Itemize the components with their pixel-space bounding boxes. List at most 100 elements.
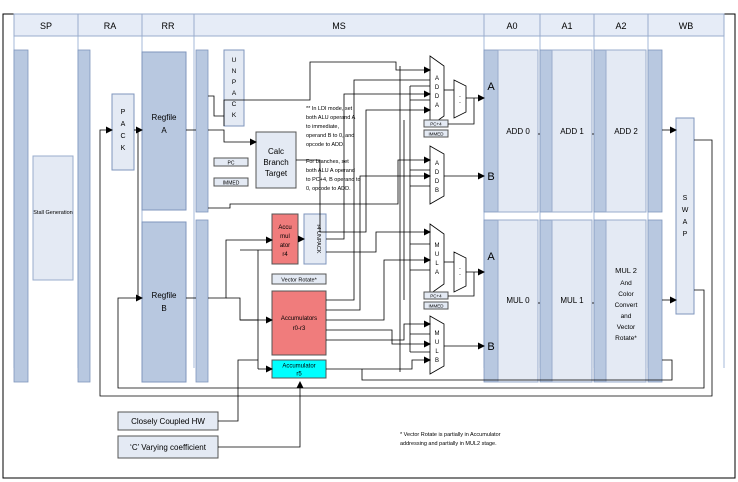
svg-text:mul: mul [280, 234, 290, 240]
svg-text:D: D [435, 85, 440, 91]
register-bar-a0-bottom [483, 219, 499, 383]
operand-muxes [429, 55, 445, 375]
svg-text:P: P [683, 231, 688, 238]
svg-text:B: B [435, 358, 439, 364]
svg-text:both ALU operand A: both ALU operand A [306, 115, 356, 121]
svg-text:A: A [435, 270, 439, 276]
stage-label-rr: RR [162, 21, 175, 31]
svg-text:Accu: Accu [278, 225, 291, 231]
mux-addb [429, 145, 445, 205]
add1-label: ADD 1 [560, 127, 584, 136]
mul1-unit [551, 219, 593, 383]
register-bar-sp [13, 49, 29, 383]
swap-label: S W A P [682, 195, 689, 238]
svg-text:ator: ator [280, 243, 290, 249]
stage-label-a1: A1 [561, 21, 572, 31]
stage-label-ms: MS [332, 21, 346, 31]
swap-block [675, 117, 695, 315]
svg-text:A: A [121, 121, 126, 128]
svg-text:S: S [683, 195, 688, 202]
svg-text:-: - [459, 266, 461, 272]
ldi-mode-note: ** In LDI mode, set both ALU operand A t… [306, 106, 356, 148]
immed-box-bottom [423, 301, 449, 310]
immed-box-top [423, 129, 449, 138]
mul2-unit [605, 219, 647, 383]
svg-text:0, opcode to ADD.: 0, opcode to ADD. [306, 186, 351, 192]
footnote-line-1: * Vector Rotate is partially in Accumula… [400, 432, 501, 438]
svg-text:D: D [435, 94, 440, 100]
svg-text:Vector: Vector [617, 324, 636, 331]
register-bar-wb-top [647, 49, 663, 213]
register-bar-a0-top [483, 49, 499, 213]
svg-text:N: N [232, 68, 237, 75]
register-bar-a1-top [539, 49, 553, 213]
stage-label-wb: WB [679, 21, 694, 31]
register-bar-a2-top [593, 49, 607, 213]
svg-text:-: - [459, 272, 461, 278]
svg-text:Color: Color [618, 291, 634, 298]
register-bar-a2-bottom [593, 219, 607, 383]
svg-text:IMMED: IMMED [429, 304, 445, 309]
unpack-label: U N P A C K [232, 57, 237, 119]
mux-adda [429, 55, 445, 127]
closely-coupled-hw-label: Closely Coupled HW [131, 417, 205, 426]
register-bar-ra [77, 49, 91, 383]
svg-text:and: and [621, 313, 632, 320]
svg-text:A: A [435, 76, 439, 82]
svg-text:C: C [120, 133, 125, 140]
svg-text:U: U [435, 252, 439, 258]
svg-text:C: C [232, 101, 237, 108]
svg-text:M: M [435, 243, 440, 249]
svg-text:P: P [232, 79, 236, 86]
mux-labels: A D D A A D D B M U L A M U L B [435, 76, 440, 364]
regfile-b-label: Regfile [152, 291, 177, 300]
svg-text:M: M [435, 331, 440, 337]
immed-label: IMMED [223, 181, 240, 187]
svg-text:A: A [232, 90, 237, 97]
svg-text:operand B to 0, and: operand B to 0, and [306, 133, 354, 139]
svg-text:PC+4: PC+4 [430, 294, 442, 299]
svg-text:to immediate,: to immediate, [306, 124, 339, 130]
svg-text:opcode to ADD.: opcode to ADD. [306, 142, 345, 148]
regfile-a-label: Regfile [152, 113, 177, 122]
stage-label-a2: A2 [615, 21, 626, 31]
svg-text:D: D [435, 179, 440, 185]
register-bar-a1-bottom [539, 219, 553, 383]
svg-text:B: B [435, 188, 439, 194]
svg-text:For branches, set: For branches, set [306, 159, 349, 165]
register-bar-ms-bottom [195, 219, 209, 383]
accumulators-r0-r3-block [271, 290, 327, 356]
accumulator-r5-label: Accumulator [282, 364, 315, 370]
svg-text:both ALU A operand: both ALU A operand [306, 168, 355, 174]
stage-header-wb [647, 13, 725, 37]
svg-text:Target: Target [265, 169, 288, 178]
svg-text:D: D [435, 170, 440, 176]
register-bar-ms-top [195, 49, 209, 213]
port-label-a-top: A [487, 81, 495, 93]
svg-text:MUL 2: MUL 2 [615, 266, 637, 275]
branches-note: For branches, set both ALU A operand to … [306, 159, 361, 192]
svg-text:L: L [435, 261, 439, 267]
mul2-label: MUL 2 And Color Convert and Vector Rotat… [615, 266, 638, 342]
regfile-b-block [141, 221, 187, 383]
svg-text:P: P [121, 109, 126, 116]
port-label-b-bottom: B [487, 341, 494, 353]
pc-plus-4-box-bottom [423, 291, 449, 300]
svg-text:r4: r4 [282, 252, 288, 258]
r4-unpack-block [303, 213, 327, 265]
calc-branch-target-label: Calc [268, 147, 284, 156]
connection-wires [99, 61, 713, 448]
mul0-unit [497, 219, 539, 383]
add2-unit [605, 49, 647, 213]
vector-rotate-label: Vector Rotate* [281, 278, 317, 284]
r4-unpack-label: r4 UNPACK [315, 225, 321, 254]
pack-block [111, 93, 135, 171]
port-label-b-top: B [487, 171, 494, 183]
immed-box [213, 177, 249, 187]
svg-text:Branch: Branch [263, 158, 288, 167]
svg-text:U: U [435, 340, 439, 346]
pc-plus-4-box-top [423, 119, 449, 128]
svg-text:A: A [435, 103, 439, 109]
